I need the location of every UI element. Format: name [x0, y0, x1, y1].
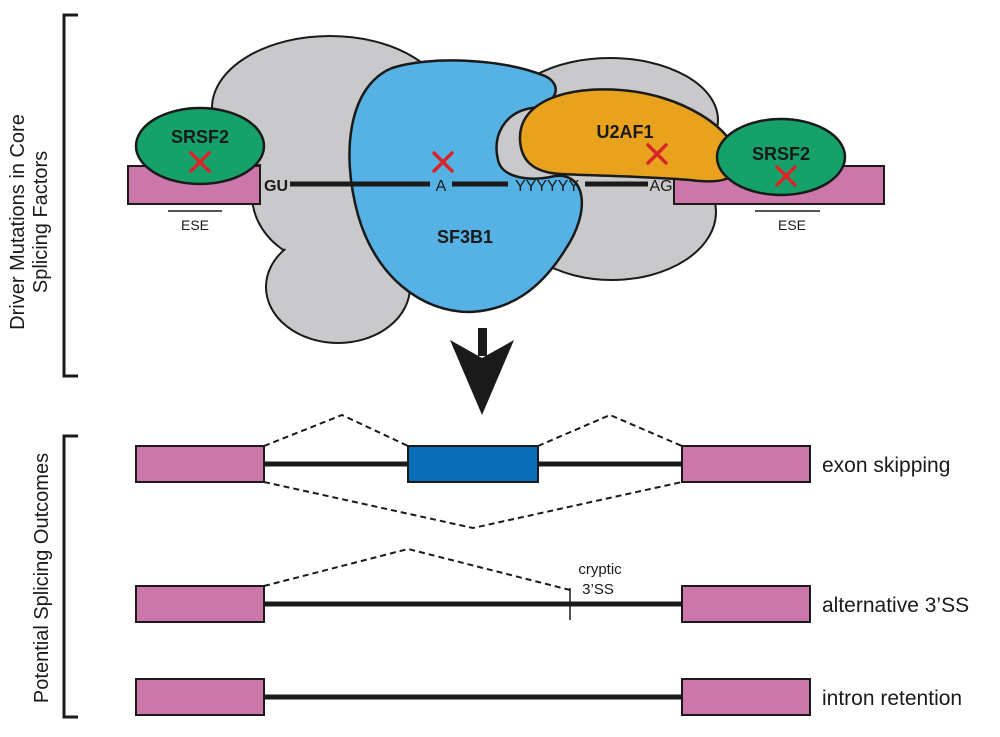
inclusion-junction-right	[537, 413, 683, 447]
intron-retention-label: intron retention	[822, 687, 962, 710]
srsf2-right-mutation-icon	[775, 165, 797, 187]
cryptic-label-line1: cryptic	[578, 561, 622, 578]
sf3b1-label: SF3B1	[437, 227, 493, 247]
cryptic-label-line2: 3’SS	[582, 581, 614, 598]
alt-3ss-upstream-exon	[135, 585, 265, 623]
exon-skipping-downstream-exon	[681, 445, 811, 483]
ese-left-label: ESE	[181, 217, 209, 233]
exon-skipping-middle-exon	[407, 445, 539, 483]
outcome-alternative-3ss	[135, 547, 811, 623]
top-section-label-line1: Driver Mutations in Core	[7, 114, 29, 330]
srsf2-left-label: SRSF2	[171, 127, 229, 147]
u2af1-label: U2AF1	[596, 122, 653, 142]
branch-a-label: A	[436, 178, 447, 195]
bottom-section-label: Potential Splicing Outcomes	[31, 453, 53, 703]
alternative-3ss-label: alternative 3’SS	[822, 594, 969, 617]
exon-skipping-label: exon skipping	[822, 454, 950, 477]
top-bracket	[62, 13, 78, 378]
outcome-exon-skipping	[135, 413, 811, 530]
down-arrow-icon	[450, 328, 514, 415]
skipping-junction	[263, 481, 683, 530]
ag-acceptor-label: AG	[649, 178, 672, 195]
top-section-label-line2: Splicing Factors	[30, 151, 52, 293]
srsf2-right-protein	[715, 117, 847, 197]
ese-right-label: ESE	[778, 217, 806, 233]
alt-3ss-downstream-exon	[681, 585, 811, 623]
srsf2-left-mutation-icon	[189, 151, 211, 173]
srsf2-right-label: SRSF2	[752, 144, 810, 164]
polypyrimidine-label: YYYYYY	[515, 178, 579, 195]
cryptic-junction	[263, 547, 571, 591]
sf3b1-mutation-icon	[432, 151, 454, 173]
outcome-intron-retention	[135, 678, 811, 716]
retention-upstream-exon	[135, 678, 265, 716]
bottom-bracket	[62, 434, 78, 719]
exon-skipping-upstream-exon	[135, 445, 265, 483]
u2af1-mutation-icon	[646, 143, 668, 165]
inclusion-junction-left	[263, 413, 409, 447]
srsf2-left-protein	[134, 106, 266, 186]
retention-downstream-exon	[681, 678, 811, 716]
gu-donor-label: GU	[264, 178, 288, 195]
mutation-marks	[189, 143, 797, 187]
